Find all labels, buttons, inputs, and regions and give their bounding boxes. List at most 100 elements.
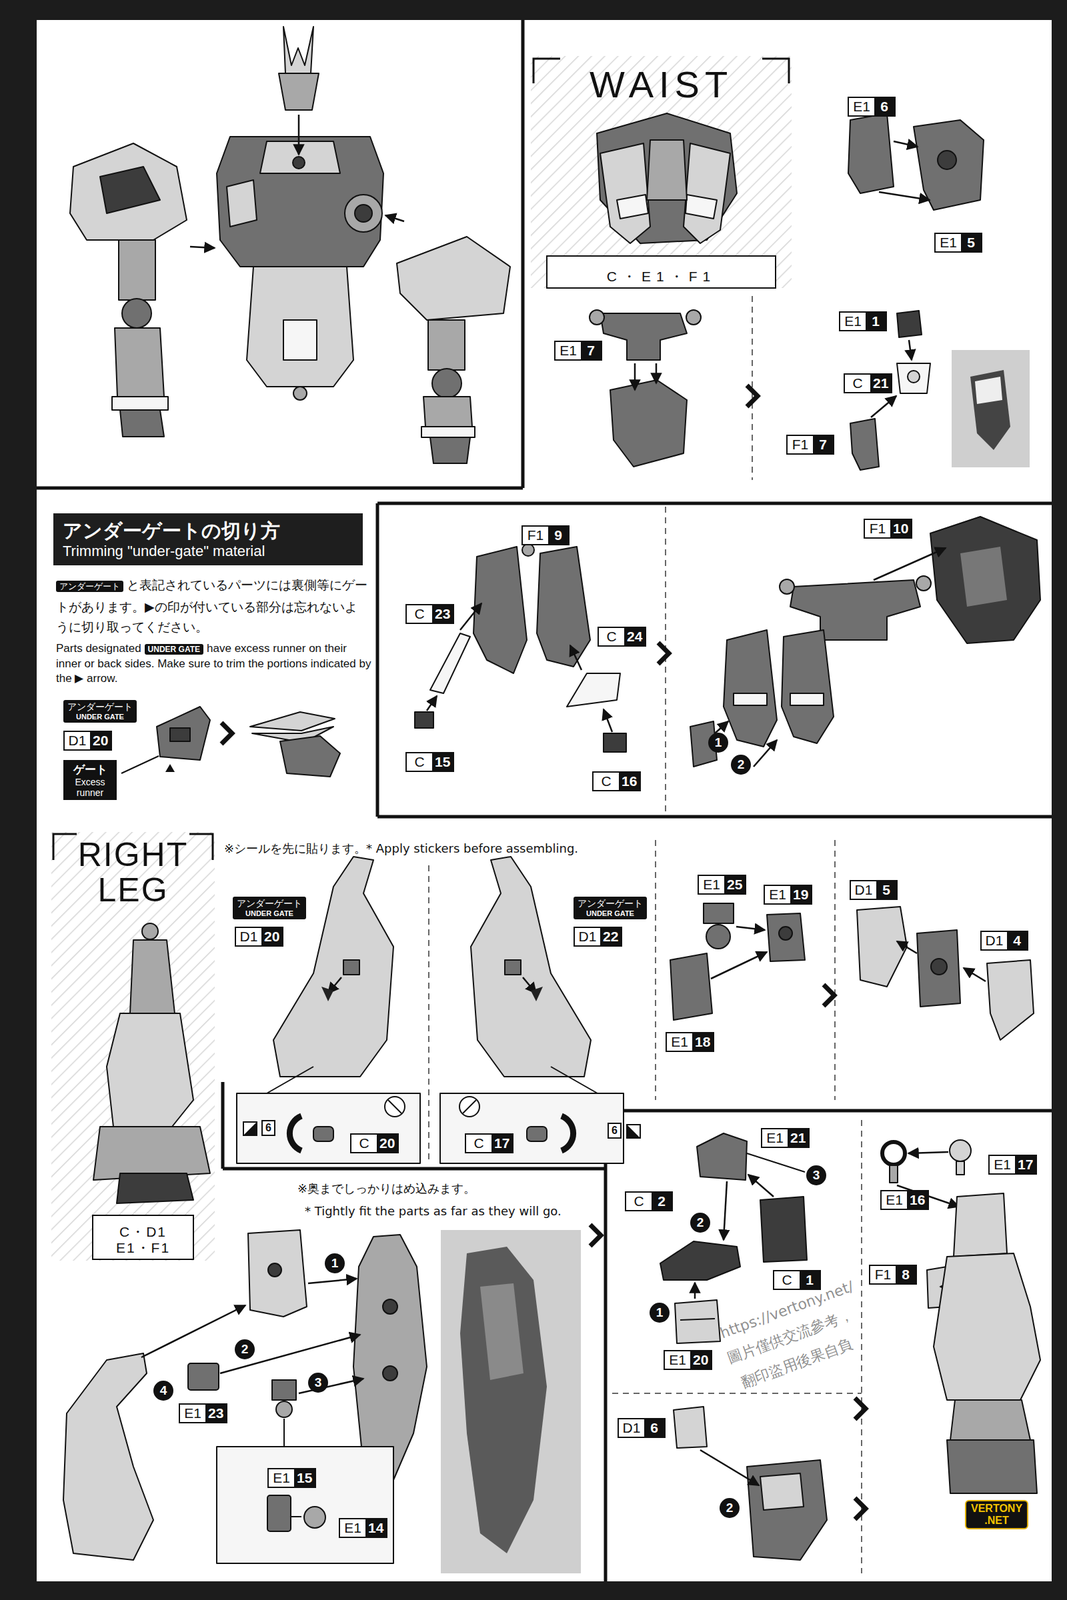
- part-tag: E15: [934, 232, 983, 253]
- part-tag: C16: [592, 771, 641, 792]
- part-tag: D14: [980, 930, 1029, 951]
- skirt-assembly-art: [414, 516, 1041, 767]
- runner-letter: E1: [268, 1469, 295, 1488]
- part-number: 20: [261, 928, 283, 946]
- note: ※奥までしっかりはめ込みます。: [296, 1181, 477, 1197]
- part-tag: F18: [868, 1265, 917, 1286]
- part-number: 20: [690, 1351, 711, 1370]
- part-number: 24: [624, 628, 645, 646]
- part-tag: F110: [863, 518, 913, 539]
- site-logo: VERTONY.NET: [964, 1500, 1029, 1530]
- runner-letter: E1: [698, 876, 725, 894]
- callout-number: 2: [726, 1501, 734, 1516]
- panel-rules: [36, 20, 1052, 1582]
- part-tag: E115: [267, 1468, 317, 1489]
- runner-letter: C: [598, 628, 625, 646]
- part-tag: F17: [786, 434, 835, 455]
- node-subtitle: Trimming "under-gate" material: [62, 542, 354, 561]
- runner-letter: E1: [764, 886, 791, 904]
- part-tag: E118: [665, 1032, 715, 1053]
- part-tag: C17: [464, 1133, 514, 1154]
- part-tag: E120: [663, 1350, 713, 1371]
- runner-letter: C: [351, 1135, 377, 1153]
- part-number: 21: [787, 1129, 809, 1148]
- callout-number: 1: [331, 1256, 339, 1271]
- part-tag: C2: [624, 1191, 673, 1212]
- part-number: 15: [294, 1469, 315, 1488]
- callout: 3: [308, 1373, 329, 1394]
- callout: 3: [806, 1165, 827, 1186]
- part-number: 10: [890, 520, 911, 538]
- callout: 2: [234, 1339, 255, 1360]
- runner-letter: C: [406, 753, 433, 771]
- part-tag: E114: [338, 1518, 388, 1539]
- section-header: アンダーゲートの切り方Trimming "under-gate" materia…: [53, 513, 363, 566]
- part-tag: C23: [405, 604, 455, 625]
- runner-letter: D1: [574, 928, 601, 946]
- under-gate-art: [121, 706, 341, 777]
- under-gate-badge: アンダーゲートUNDER GATE: [63, 700, 137, 723]
- part-number: 14: [365, 1519, 387, 1538]
- part-tag: E116: [880, 1190, 929, 1211]
- under-gate-label-en: UNDER GATE: [236, 909, 303, 919]
- runner-letter: C: [593, 772, 619, 791]
- logo-text: VERTONY: [970, 1503, 1023, 1516]
- section-panel: RIGHT LEGC・D1 E1・F1: [51, 832, 215, 1262]
- part-number: 17: [1014, 1156, 1036, 1174]
- part-number: 7: [812, 436, 833, 454]
- part-tag: C24: [597, 626, 647, 647]
- runner-letter: D1: [618, 1419, 645, 1438]
- part-tag: C1: [772, 1270, 821, 1291]
- callout: 1: [324, 1253, 345, 1274]
- under-gate-badge: アンダーゲートUNDER GATE: [232, 896, 307, 920]
- instruction-paragraph: アンダーゲートと表記されているパーツには裏側等にゲートがあります。▶の印が付いて…: [56, 574, 370, 637]
- note-text: ※シールを先に貼ります。* Apply stickers before asse…: [224, 841, 579, 856]
- part-number: 8: [895, 1266, 916, 1284]
- leg-assembly-art: [63, 1230, 581, 1574]
- logo-domain: .NET: [970, 1515, 1023, 1528]
- torso-assembly: [70, 26, 511, 464]
- part-tag: C15: [405, 752, 455, 773]
- part-number: 1: [799, 1271, 820, 1290]
- callout: 1: [649, 1303, 670, 1324]
- gate-label: ゲート: [65, 762, 115, 777]
- runner-letter: E1: [180, 1405, 206, 1423]
- under-gate-inline: UNDER GATE: [144, 644, 204, 655]
- part-number: 18: [692, 1033, 713, 1051]
- part-number: 20: [376, 1135, 398, 1153]
- part-number: 19: [790, 886, 811, 904]
- part-number: 4: [1006, 932, 1027, 950]
- runner-letter: E1: [848, 98, 875, 116]
- part-number: 23: [205, 1405, 227, 1423]
- gate-label-en: Excess runner: [65, 776, 115, 799]
- runner-letter: D1: [850, 881, 877, 899]
- node-title: RIGHT LEG: [51, 837, 215, 908]
- callout: 4: [153, 1381, 174, 1402]
- callout-number: 2: [737, 757, 745, 772]
- part-tag: C21: [843, 373, 893, 394]
- runner-letter: F1: [864, 520, 891, 538]
- section-panel: WAISTC・E1・F1: [530, 56, 792, 289]
- part-number: 16: [906, 1191, 928, 1210]
- runner-letter: D1: [236, 928, 262, 946]
- part-number: 22: [600, 928, 621, 946]
- runner-letter: E1: [935, 234, 961, 252]
- part-tag: F19: [521, 525, 570, 546]
- part-tag: D120: [234, 926, 284, 947]
- runner-letter: C: [466, 1135, 492, 1153]
- callout-number: 2: [241, 1342, 249, 1357]
- right-leg-art: [93, 923, 211, 1204]
- waist-art: [589, 113, 1030, 471]
- under-gate-label-en: UNDER GATE: [577, 909, 643, 919]
- runner-letter: F1: [870, 1266, 896, 1284]
- runner-letter: C: [774, 1271, 800, 1290]
- callout-number: 1: [656, 1305, 664, 1320]
- part-number: 5: [876, 881, 897, 899]
- part-tag: E125: [697, 874, 747, 895]
- callout: 2: [719, 1498, 740, 1519]
- under-gate-inline: アンダーゲート: [56, 580, 124, 593]
- runner-letter: E1: [340, 1519, 366, 1538]
- runner-letter: C: [844, 374, 871, 393]
